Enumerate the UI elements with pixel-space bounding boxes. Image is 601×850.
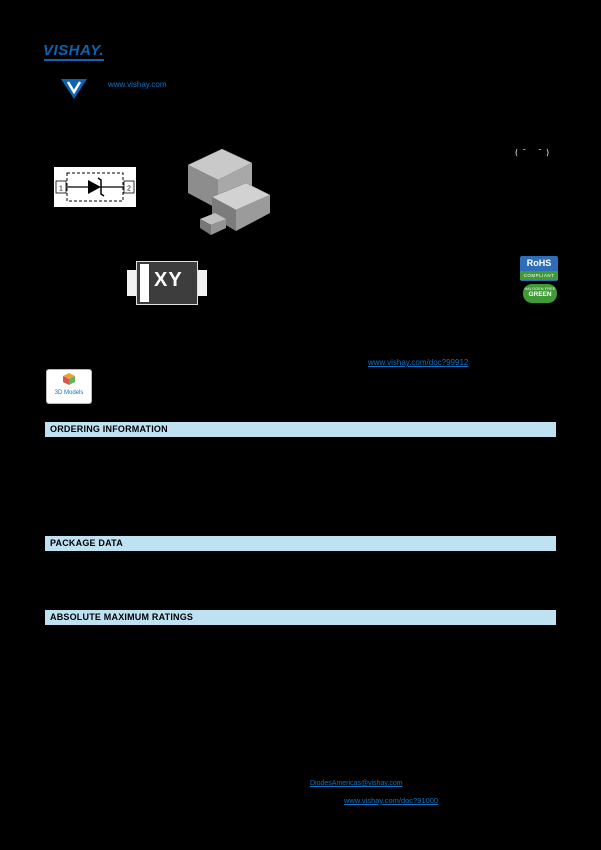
- dimension-marks: (¯ ¯): [514, 148, 554, 157]
- 3d-models-label: 3D Models: [54, 390, 84, 396]
- website-link[interactable]: www.vishay.com: [108, 80, 167, 89]
- halogen-free-badge-subtitle: HALOGEN FREE: [524, 287, 556, 291]
- 3d-models-button[interactable]: 3D Models: [46, 369, 92, 404]
- support-email-link[interactable]: DiodesAmericas@vishay.com: [310, 780, 403, 787]
- disclaimer-link[interactable]: www.vishay.com/doc?91000: [344, 796, 439, 805]
- section-header-absolute-maximum-ratings: ABSOLUTE MAXIMUM RATINGS: [45, 610, 556, 625]
- pin-2-label: 2: [127, 186, 131, 193]
- cathode-band: [140, 264, 149, 302]
- pin-1-label: 1: [59, 186, 63, 193]
- material-policy-link[interactable]: www.vishay.com/doc?99912: [368, 358, 469, 367]
- marking-code: XY: [154, 269, 183, 291]
- package-3d-render: [187, 148, 271, 235]
- terminal-left: [127, 270, 137, 296]
- 3d-cube-icon: [63, 373, 75, 385]
- wordmark-underline: [44, 59, 104, 61]
- rohs-badge-subtitle: COMPLIANT: [520, 271, 558, 280]
- vishay-triangle-icon: [61, 79, 87, 99]
- section-header-ordering-information: ORDERING INFORMATION: [45, 422, 556, 437]
- terminal-right: [197, 270, 207, 296]
- rohs-badge-title: RoHS: [526, 258, 552, 268]
- section-header-package-data: PACKAGE DATA: [45, 536, 556, 551]
- halogen-free-badge: HALOGEN FREE GREEN: [523, 284, 557, 303]
- package-marking-figure: XY: [127, 261, 207, 305]
- diode-schematic: 1 2: [54, 167, 136, 207]
- rohs-badge: RoHS COMPLIANT: [520, 256, 558, 281]
- vishay-wordmark: VISHAY.: [43, 42, 105, 59]
- halogen-free-badge-title: GREEN: [528, 291, 552, 298]
